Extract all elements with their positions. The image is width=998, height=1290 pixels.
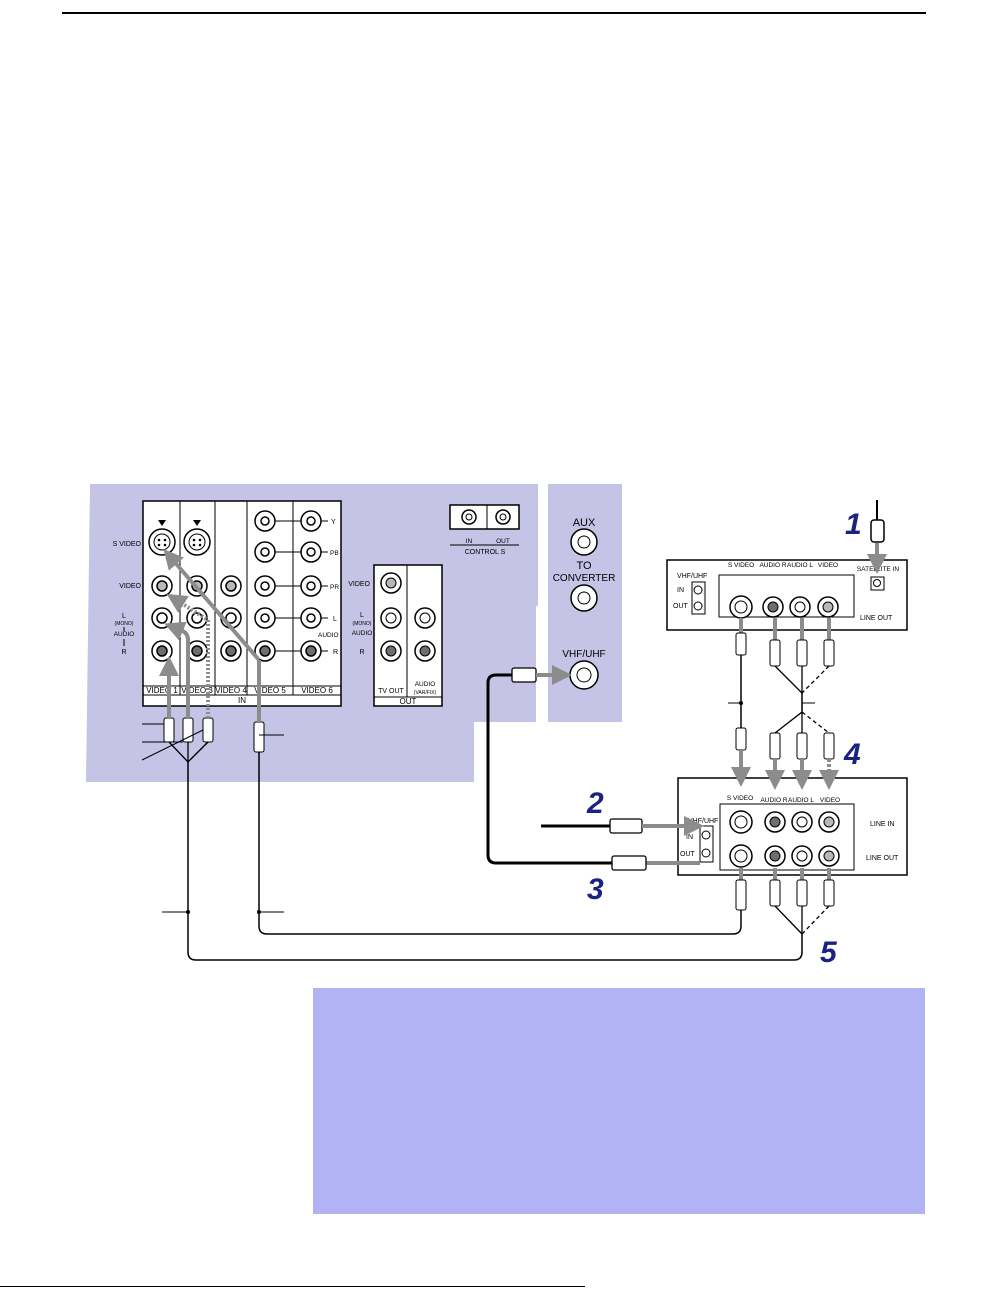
column-label-video4: VIDEO 4 (215, 686, 247, 695)
receiver-audio-l: AUDIO L (787, 562, 813, 569)
vcr-in: IN (686, 834, 693, 841)
out-label-l: L (360, 612, 364, 619)
antenna-vhf-uhf: VHF/UHF (562, 649, 605, 660)
out-label-tv-out: TV OUT (378, 688, 404, 695)
note-box (313, 988, 925, 1214)
side-label-s-video: S VIDEO (113, 541, 142, 548)
receiver-line-out: LINE OUT (860, 615, 893, 622)
out-label-out: OUT (400, 697, 417, 706)
input-jack-box (142, 500, 342, 707)
step-number-5: 5 (820, 936, 838, 969)
column-label-video3: VIDEO 3 (181, 686, 213, 695)
receiver-audio-r: AUDIO R (759, 562, 786, 569)
component-label-l: L (333, 616, 337, 623)
column-label-video6: VIDEO 6 (301, 686, 333, 695)
component-label-y: Y (331, 519, 336, 526)
out-label-r: R (359, 649, 364, 656)
out-label-audio-var: AUDIO (415, 681, 436, 688)
out-label-var-fix: (VAR/FIX) (414, 690, 437, 696)
side-label-audio: AUDIO (114, 631, 135, 638)
receiver-in: IN (677, 587, 684, 594)
column-label-video1: VIDEO 1 (146, 686, 178, 695)
column-label-video5: VIDEO 5 (254, 686, 286, 695)
control-s-title: CONTROL S (465, 549, 506, 556)
component-label-audio: AUDIO (318, 632, 339, 639)
control-s-in: IN (466, 538, 473, 545)
cable-vcr-to-tv-inputs (141, 548, 835, 961)
step-number-4: 4 (843, 738, 861, 771)
out-label-mono: (MONO) (353, 621, 372, 627)
side-label-r: R (121, 649, 126, 656)
cable-receiver-to-vcr (728, 618, 839, 790)
vcr-audio-r: AUDIO R (760, 797, 787, 804)
receiver-s-video: S VIDEO (728, 562, 754, 569)
vcr-line-out: LINE OUT (866, 855, 899, 862)
side-label-l: L (122, 613, 126, 620)
control-s-out: OUT (496, 538, 510, 545)
step-number-3: 3 (587, 873, 604, 906)
top-rule (62, 12, 926, 14)
vcr-out: OUT (680, 851, 696, 858)
step-number-2: 2 (586, 787, 604, 820)
side-label-video: VIDEO (119, 583, 141, 590)
component-label-r: R (333, 649, 338, 656)
antenna-aux: AUX (573, 517, 596, 529)
in-label: IN (238, 696, 246, 705)
out-label-video: VIDEO (348, 581, 370, 588)
component-label-pr: PR (330, 584, 339, 591)
s-video-jack-video3 (183, 528, 211, 556)
vcr-line-in: LINE IN (870, 821, 895, 828)
receiver-video: VIDEO (818, 562, 838, 569)
component-label-pb: PB (330, 550, 339, 557)
side-label-mono: (MONO) (115, 621, 134, 627)
antenna-to: TO (576, 560, 592, 572)
out-label-audio: AUDIO (352, 630, 373, 637)
vcr-video: VIDEO (820, 797, 840, 804)
vcr-s-video: S VIDEO (727, 795, 753, 802)
receiver-vhf-uhf: VHF/UHF (677, 573, 707, 580)
step-number-1: 1 (845, 508, 862, 541)
s-video-jack-video1 (148, 528, 176, 556)
cable-vcr-to-tv-antenna (486, 665, 700, 871)
cable-antenna-to-vcr (541, 816, 704, 836)
vcr-audio-l: AUDIO L (788, 797, 814, 804)
receiver-out: OUT (673, 603, 689, 610)
vcr-vhf-uhf: VHF/UHF (688, 818, 718, 825)
antenna-converter: CONVERTER (553, 573, 616, 584)
bottom-rule (0, 1286, 585, 1287)
